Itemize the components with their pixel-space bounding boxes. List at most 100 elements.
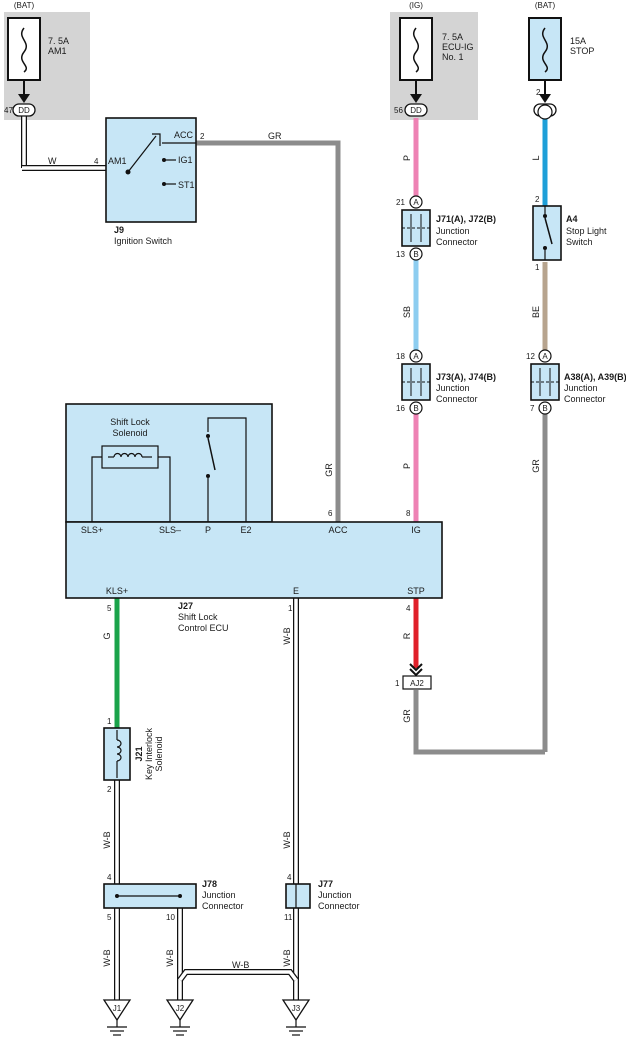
aj2-label: AJ2 xyxy=(410,679,424,688)
ign-st1-terminal: ST1 xyxy=(178,180,195,190)
j78-pin-in: 4 xyxy=(107,873,112,882)
j77-name2: Connector xyxy=(318,901,360,911)
j78-pin-out2: 10 xyxy=(166,913,175,922)
j73-name1: Junction xyxy=(436,383,470,393)
ecu-id: J27 xyxy=(178,601,193,611)
j73-pin-a: 18 xyxy=(396,352,405,361)
a38-a-label: A xyxy=(542,352,548,361)
stop-switch-pin-bottom: 1 xyxy=(535,263,540,272)
junction-j71: A B xyxy=(401,195,431,261)
wire-label-g: G xyxy=(102,632,112,639)
arrow-down-icon xyxy=(410,94,422,103)
ecu-name1: Shift Lock xyxy=(178,612,218,622)
stop-switch-name1: Stop Light xyxy=(566,226,607,236)
ignition-switch-name: Ignition Switch xyxy=(114,236,172,246)
j78-name1: Junction xyxy=(202,890,236,900)
wire-gr-aj2 xyxy=(413,690,545,755)
a38-title: A38(A), A39(B) xyxy=(564,372,626,382)
ecu-ig-source-label: (IG) xyxy=(409,1,423,10)
switch-contact-icon xyxy=(544,217,553,245)
j77-pin-in: 4 xyxy=(287,873,292,882)
j21-name2: Solenoid xyxy=(154,736,164,771)
stop-conn-1 xyxy=(537,104,553,120)
wire-label-l: L xyxy=(531,155,541,160)
wire-label-wb-j2: W-B xyxy=(165,949,175,966)
a38-pin-a: 12 xyxy=(526,352,535,361)
am1-connector xyxy=(12,103,36,117)
wire-label-sb: SB xyxy=(402,306,412,318)
stop-switch-name2: Switch xyxy=(566,237,593,247)
wire-label-be: BE xyxy=(531,306,541,318)
wire-label-gr-stop: GR xyxy=(531,459,541,473)
stop-fuse-name: STOP xyxy=(570,46,594,56)
wire-label-wb-e: W-B xyxy=(282,627,292,644)
am1-fuse-name: AM1 xyxy=(48,46,67,56)
stop-source-label: (BAT) xyxy=(535,1,556,10)
arrow-down-icon xyxy=(18,94,30,103)
solenoid-label1: Shift Lock xyxy=(110,417,150,427)
ign-acc-terminal: ACC xyxy=(174,130,194,140)
j71-name2: Connector xyxy=(436,237,478,247)
ecu-e2: E2 xyxy=(240,525,251,535)
am1-fuse-rating: 7. 5A xyxy=(48,36,69,46)
wire-label-gr-aj2: GR xyxy=(402,709,412,723)
switch-contact-icon xyxy=(207,437,216,471)
wire-label-wb-j1: W-B xyxy=(102,949,112,966)
wire-label-w: W xyxy=(48,156,57,166)
am1-source-label: (BAT) xyxy=(14,1,35,10)
ecu-ig-fuse-rating: 7. 5A xyxy=(442,32,463,42)
ground-j3 xyxy=(281,999,311,1036)
ecu-p: P xyxy=(205,525,211,535)
ign-ig1-terminal: IG1 xyxy=(178,155,193,165)
wire-label-wb-j77: W-B xyxy=(282,831,292,848)
wire-label-r: R xyxy=(402,632,412,639)
a38-b-label: B xyxy=(542,404,547,413)
j71-pin-a: 21 xyxy=(396,198,405,207)
ecu-acc-pin: 6 xyxy=(328,509,333,518)
wire-label-p-ig: P xyxy=(402,463,412,469)
ecu-kls-pin: 5 xyxy=(107,604,112,613)
j21-pin-bottom: 2 xyxy=(107,785,112,794)
j71-b-label: B xyxy=(413,250,418,259)
a38-name2: Connector xyxy=(564,394,606,404)
j73-a-label: A xyxy=(413,352,419,361)
wire-wb-group xyxy=(114,598,299,1000)
ecu-stp-pin: 4 xyxy=(406,604,411,613)
ignition-switch-id: J9 xyxy=(114,225,124,235)
ground-j2-label: J2 xyxy=(176,1004,185,1013)
stop-light-switch xyxy=(532,205,562,261)
am1-pin: 47 xyxy=(4,106,13,115)
a38-name1: Junction xyxy=(564,383,598,393)
switch-lever-icon xyxy=(127,135,157,173)
ecu-ig: IG xyxy=(411,525,421,535)
j78-pin-out1: 5 xyxy=(107,913,112,922)
wire-label-wb-jumper: W-B xyxy=(232,960,249,970)
ground-j3-label: J3 xyxy=(292,1004,301,1013)
ign-am1-terminal: AM1 xyxy=(108,156,127,166)
junction-j77 xyxy=(285,883,311,909)
ecu-e-pin: 1 xyxy=(288,604,293,613)
wire-label-wb-j21: W-B xyxy=(102,831,112,848)
fuse-icon xyxy=(21,27,27,73)
stop-pin: 2 xyxy=(536,88,541,97)
wire-gr-acc xyxy=(196,140,341,522)
shift-lock-ecu xyxy=(65,521,443,599)
j73-title: J73(A), J74(B) xyxy=(436,372,496,382)
j78-name2: Connector xyxy=(202,901,244,911)
ign-am1-pin: 4 xyxy=(94,157,99,166)
ecu-inner-unit xyxy=(65,403,273,523)
fuse-icon xyxy=(413,27,419,73)
stop-switch-pin-top: 2 xyxy=(535,195,540,204)
j71-a-label: A xyxy=(413,198,419,207)
junction-a38: A B xyxy=(530,349,560,415)
j21-id: J21 xyxy=(134,746,144,761)
ecu-ig-fuse-name: ECU-IG xyxy=(442,42,474,52)
j77-name1: Junction xyxy=(318,890,352,900)
stop-switch-id: A4 xyxy=(566,214,578,224)
solenoid-label2: Solenoid xyxy=(112,428,147,438)
j73-b-label: B xyxy=(413,404,418,413)
stop-fuse xyxy=(528,17,562,81)
junction-j73: A B xyxy=(401,349,431,415)
ecu-ig-pin: 8 xyxy=(406,509,411,518)
coil-icon xyxy=(113,452,143,458)
